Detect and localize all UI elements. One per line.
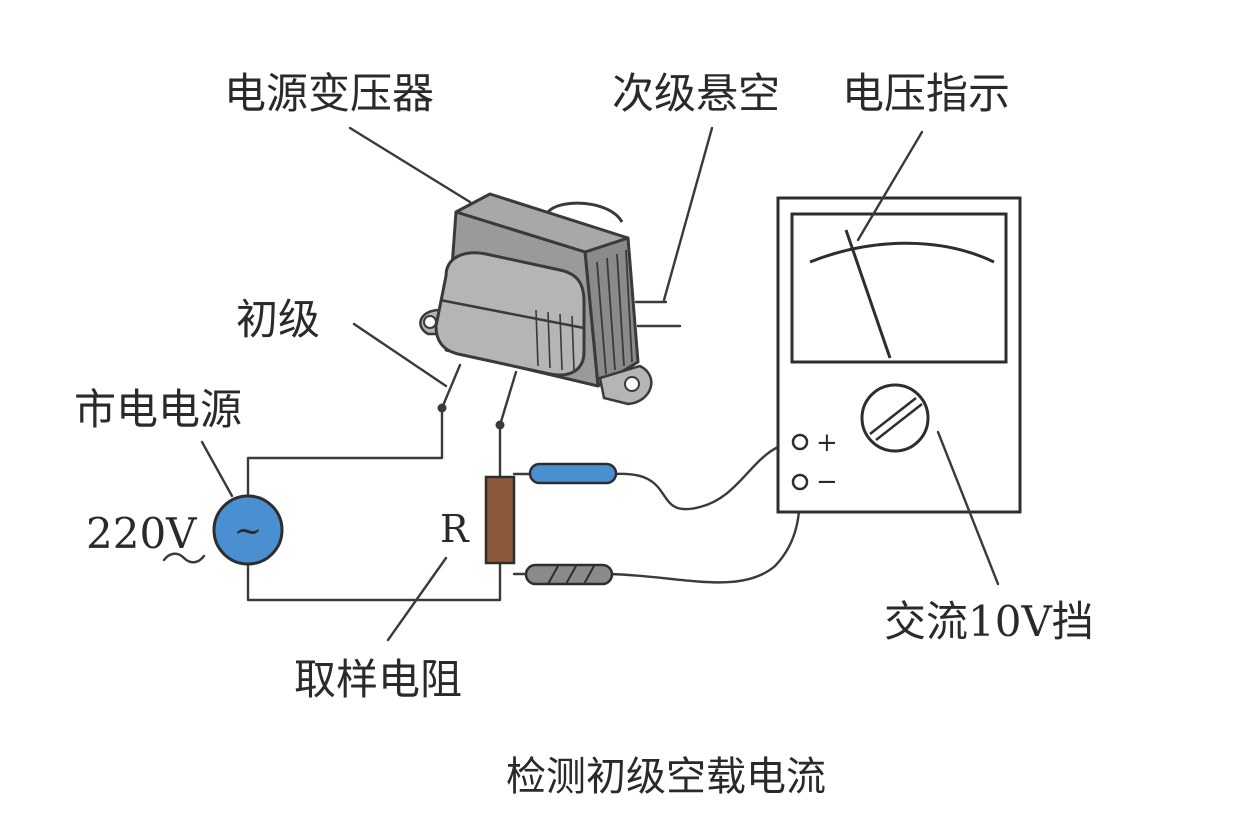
leader-voltage: [856, 130, 924, 242]
leader-mains: [200, 440, 234, 498]
ac-source-circle: [212, 494, 284, 566]
ac-source-symbol: ~: [234, 511, 263, 551]
multimeter-scale-arc: [809, 241, 995, 264]
label-secondary-open: 次级悬空: [612, 69, 780, 118]
multimeter-needle: [844, 229, 892, 359]
probe-black-body: [524, 563, 614, 586]
label-meter-range: 交流10V挡: [884, 597, 1094, 646]
terminal-plus[interactable]: [791, 433, 809, 451]
voltage-tilde: [162, 552, 206, 564]
primary-terminal-right: [495, 420, 505, 430]
multimeter: + −: [776, 196, 1022, 514]
probe-red: [512, 462, 618, 485]
label-resistor-letter: R: [440, 507, 470, 551]
leader-lines: [162, 126, 1000, 642]
terminal-minus[interactable]: [791, 473, 809, 491]
label-mains: 市电电源: [74, 385, 242, 434]
probe-plus-wire: [612, 440, 802, 511]
probe-minus-wire: [608, 480, 802, 584]
sampling-resistor: [484, 475, 516, 565]
leader-range: [936, 430, 1000, 586]
label-voltage: 220V: [86, 509, 197, 558]
label-primary: 初级: [236, 295, 320, 344]
label-transformer: 电源变压器: [224, 69, 434, 118]
multimeter-display: [790, 212, 1008, 364]
primary-lead-right: [498, 370, 518, 427]
circuit-wires: [246, 363, 802, 602]
source-bottom-wire: [246, 558, 502, 602]
source-top-wire: [246, 406, 444, 502]
diagram-caption: 检测初级空载电流: [506, 754, 826, 800]
label-voltage-indicator: 电压指示: [842, 69, 1010, 118]
leader-secondary: [662, 126, 714, 302]
labels: 电源变压器 次级悬空 电压指示 初级 市电电源 220V R 取样电阻 交流10…: [74, 69, 1094, 800]
leader-transformer: [348, 126, 472, 204]
terminal-plus-label: +: [816, 428, 838, 458]
range-knob[interactable]: [860, 383, 930, 453]
leader-primary: [352, 322, 448, 388]
label-sampling-resistor: 取样电阻: [294, 655, 462, 704]
terminal-minus-label: −: [816, 467, 838, 497]
ac-source: ~: [212, 494, 284, 566]
primary-lead-left: [440, 363, 462, 410]
primary-terminal-left: [437, 403, 447, 413]
leader-resistor: [386, 556, 448, 642]
probe-black: [512, 563, 614, 586]
probe-red-body: [528, 462, 618, 485]
power-transformer: [419, 192, 682, 406]
